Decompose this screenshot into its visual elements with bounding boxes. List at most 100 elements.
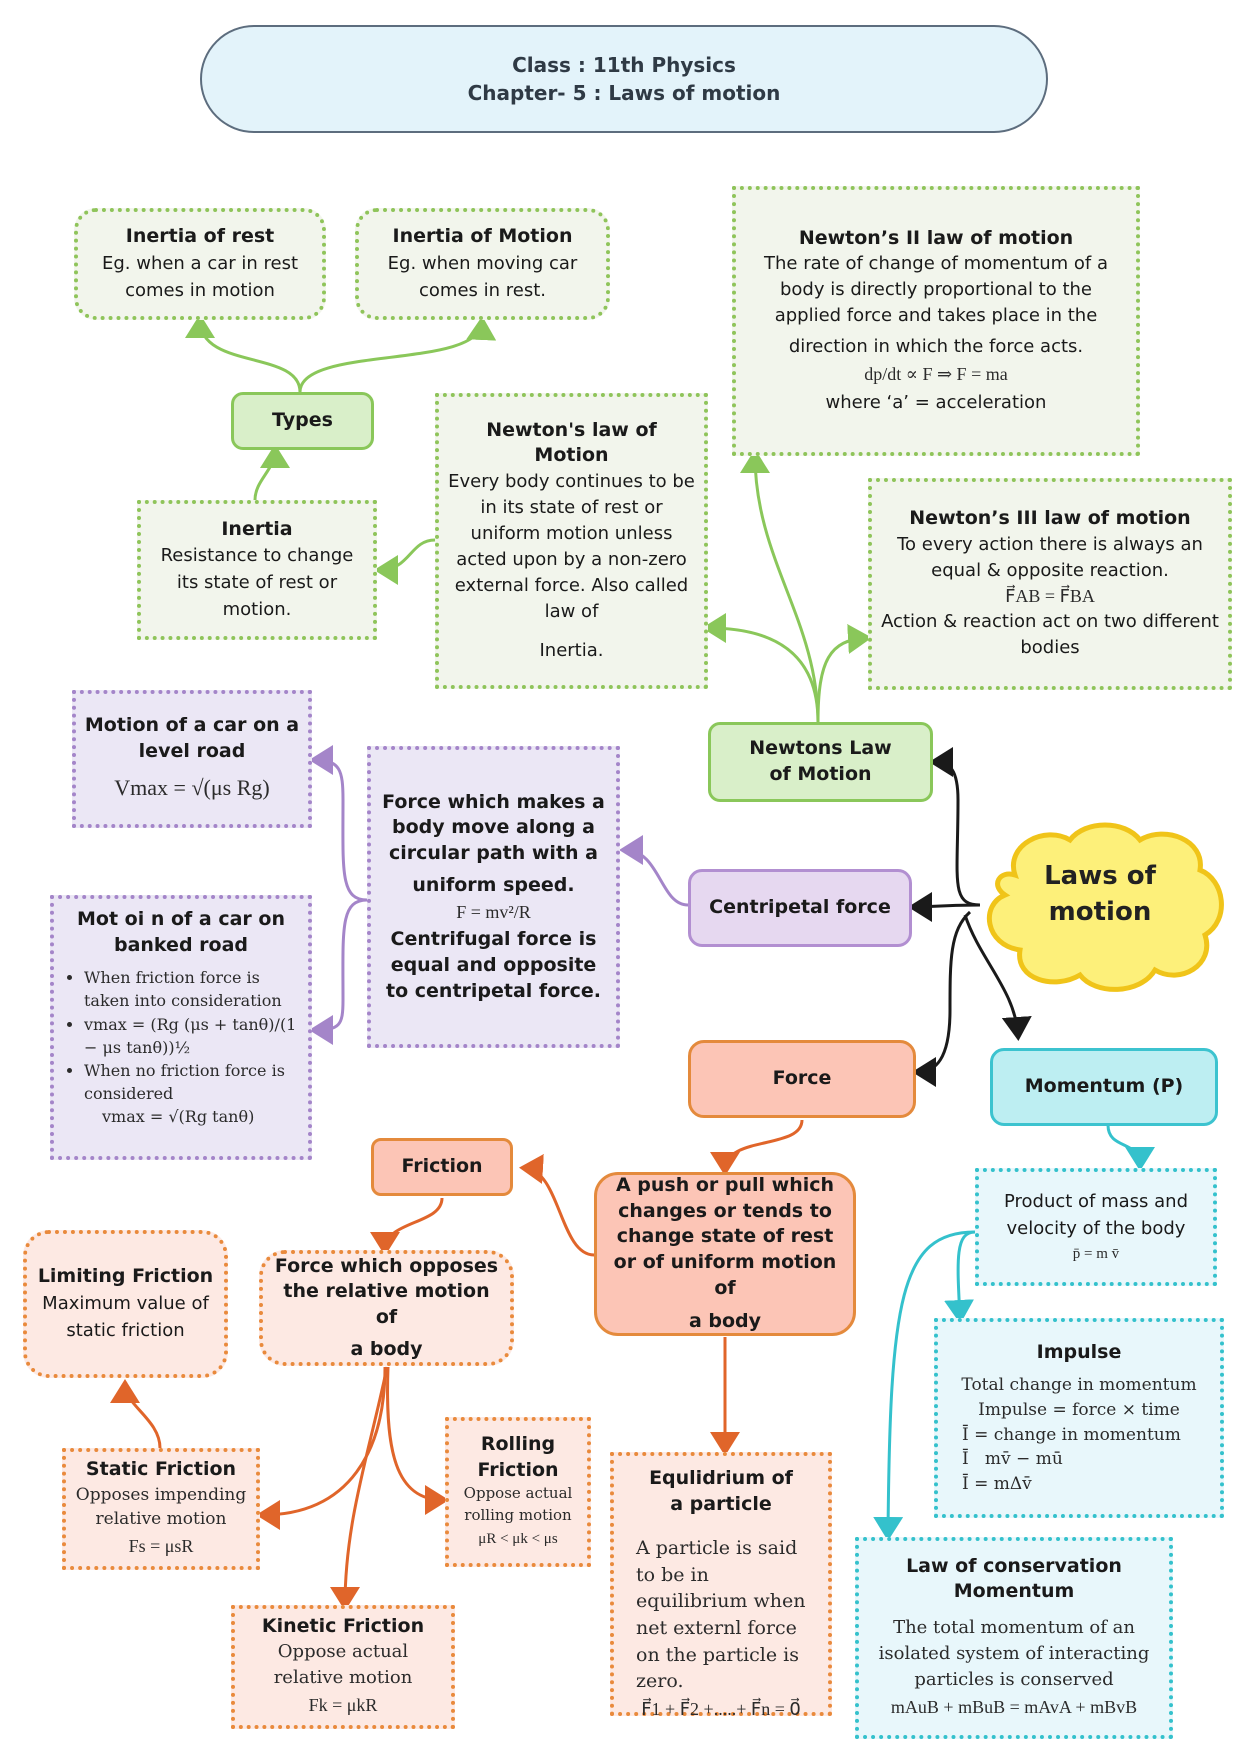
centrifugal-note: Centrifugal force is equal and opposite … bbox=[386, 928, 601, 1002]
connector-force-to-def bbox=[710, 1119, 804, 1176]
equilibrium-body: A particle is said to be in equilibrium … bbox=[636, 1537, 806, 1693]
inertia-box: Inertia Resistance to change its state o… bbox=[137, 500, 377, 640]
friction-definition-text: Force which opposes the relative motion … bbox=[274, 1254, 499, 1328]
level-road-title: Motion of a car on a level road bbox=[84, 714, 300, 762]
inertia-of-rest-title: Inertia of rest bbox=[125, 225, 275, 248]
connector-friction-to-def bbox=[370, 1197, 444, 1256]
force-node[interactable]: Force bbox=[688, 1040, 916, 1118]
newton-second-law-box: Newton’s II law of motion The rate of ch… bbox=[732, 186, 1140, 456]
kinetic-friction-title: Kinetic Friction bbox=[261, 1614, 425, 1637]
rolling-friction-title: Rolling Friction bbox=[477, 1433, 559, 1481]
connector-static-to-limiting bbox=[110, 1379, 162, 1449]
momentum-node[interactable]: Momentum (P) bbox=[990, 1048, 1218, 1126]
centripetal-formula: F = mv²/R bbox=[456, 902, 531, 923]
impulse-box: Impulse Total change in momentum Impulse… bbox=[934, 1318, 1224, 1518]
connector-def-to-impulse bbox=[944, 1230, 976, 1324]
static-friction-formula: Fs = μsR bbox=[128, 1535, 194, 1556]
connector-types-to-inertia-rest bbox=[185, 314, 302, 393]
momentum-definition-box: Product of mass and velocity of the body… bbox=[975, 1168, 1217, 1286]
impulse-line2: Impulse = force × time bbox=[978, 1399, 1180, 1420]
force-label: Force bbox=[772, 1067, 832, 1090]
connector-def-to-banked-road bbox=[309, 898, 368, 1045]
limiting-friction-title: Limiting Friction bbox=[37, 1265, 214, 1288]
centripetal-definition-title: Force which makes a body move along a ci… bbox=[382, 790, 605, 865]
newton-third-law-note: Action & reaction act on two different b… bbox=[881, 611, 1219, 659]
page-header: Class : 11th Physics Chapter- 5 : Laws o… bbox=[200, 25, 1048, 133]
cloud-shape bbox=[987, 822, 1224, 992]
newton-third-law-formula: F⃗AB = F⃗BA bbox=[1005, 586, 1095, 607]
connector-newtons-to-third bbox=[816, 624, 872, 723]
friction-definition-box: Force which opposes the relative motion … bbox=[259, 1250, 514, 1366]
cloud-label-line1: Laws of bbox=[1044, 861, 1156, 891]
newton-first-law-tail: Inertia. bbox=[539, 640, 604, 662]
newton-third-law-body: To every action there is always an equal… bbox=[897, 534, 1203, 582]
kinetic-friction-box: Kinetic Friction Oppose actual relative … bbox=[231, 1605, 455, 1729]
newton-second-law-body2: direction in which the force acts. bbox=[788, 336, 1084, 358]
centripetal-force-label: Centripetal force bbox=[709, 896, 891, 919]
connector-fdef-to-static bbox=[256, 1366, 387, 1530]
inertia-of-motion-box: Inertia of Motion Eg. when moving car co… bbox=[355, 208, 610, 320]
newton-second-law-title: Newton’s II law of motion bbox=[798, 226, 1074, 249]
centripetal-force-node[interactable]: Centripetal force bbox=[688, 869, 912, 947]
impulse-line5: Ī = mΔv̄ bbox=[962, 1473, 1032, 1494]
connector-cloud-to-force bbox=[912, 910, 972, 1087]
banked-road-bullet-nofriction: When no friction force is considered bbox=[84, 1059, 300, 1105]
inertia-body: Resistance to change its state of rest o… bbox=[160, 545, 354, 621]
header-chapter: Chapter- 5 : Laws of motion bbox=[467, 81, 781, 105]
friction-definition-tail: a body bbox=[350, 1337, 423, 1360]
newton-first-law-box: Newton's law of Motion Every body contin… bbox=[435, 393, 708, 689]
cloud-label-line2: motion bbox=[1048, 897, 1152, 928]
newtons-law-node[interactable]: Newtons Law of Motion bbox=[708, 722, 933, 802]
connector-inertia-to-types bbox=[253, 444, 290, 501]
conservation-formula: mAuB + mBuB = mAvA + mBvB bbox=[890, 1697, 1138, 1718]
newton-second-law-note: where ‘a’ = acceleration bbox=[825, 392, 1047, 414]
impulse-line4: Ī mv̄ − mū bbox=[962, 1449, 1063, 1470]
impulse-line1: Total change in momentum bbox=[961, 1375, 1197, 1396]
connector-types-to-inertia-motion bbox=[298, 316, 497, 393]
kinetic-friction-formula: Fk = μkR bbox=[308, 1695, 378, 1716]
level-road-box: Motion of a car on a level road Vmax = √… bbox=[72, 690, 312, 828]
static-friction-body: Opposes impending relative motion bbox=[75, 1484, 247, 1530]
banked-road-bullet-friction: When friction force is taken into consid… bbox=[84, 966, 300, 1012]
kinetic-friction-body: Oppose actual relative motion bbox=[273, 1641, 413, 1689]
connector-def-to-level-road bbox=[309, 745, 368, 902]
newton-first-law-title: Newton's law of Motion bbox=[486, 418, 657, 467]
banked-road-title: Mot oi n of a car on banked road bbox=[77, 908, 285, 956]
friction-node[interactable]: Friction bbox=[371, 1138, 513, 1196]
equilibrium-box: Equlidrium of a particle A particle is s… bbox=[610, 1452, 832, 1719]
connector-newtons-to-first bbox=[702, 613, 820, 723]
types-label: Types bbox=[272, 409, 333, 432]
connector-newtons-to-second bbox=[740, 449, 820, 723]
connector-newton1-to-inertia bbox=[374, 538, 436, 585]
newton-second-law-body: The rate of change of momentum of a body… bbox=[764, 253, 1108, 327]
newton-second-law-formula: dp/dt ∝ F ⇒ F = ma bbox=[864, 364, 1008, 385]
connector-cloud-to-newtons bbox=[929, 747, 981, 907]
impulse-line3: Ī = change in momentum bbox=[962, 1424, 1181, 1445]
force-definition-text: A push or pull which changes or tends to… bbox=[613, 1174, 837, 1299]
banked-road-box: Mot oi n of a car on banked road When fr… bbox=[50, 895, 312, 1160]
connector-centripetal-to-def bbox=[619, 835, 689, 907]
banked-road-list: When friction force is taken into consid… bbox=[62, 966, 300, 1105]
force-definition-box: A push or pull which changes or tends to… bbox=[594, 1172, 856, 1336]
momentum-label: Momentum (P) bbox=[1024, 1075, 1184, 1098]
impulse-title: Impulse bbox=[1036, 1340, 1122, 1363]
inertia-of-motion-title: Inertia of Motion bbox=[392, 225, 573, 248]
conservation-body: The total momentum of an isolated system… bbox=[878, 1617, 1150, 1691]
laws-of-motion-cloud[interactable] bbox=[975, 815, 1230, 995]
header-class: Class : 11th Physics bbox=[512, 53, 736, 77]
types-node[interactable]: Types bbox=[231, 392, 374, 450]
limiting-friction-body: Maximum value of static friction bbox=[42, 1292, 209, 1341]
centripetal-definition-title2: uniform speed. bbox=[412, 873, 575, 896]
conservation-box: Law of conservation Momentum The total m… bbox=[855, 1537, 1173, 1739]
connector-momentum-to-def bbox=[1106, 1124, 1155, 1171]
newton-third-law-title: Newton’s III law of motion bbox=[909, 507, 1191, 530]
static-friction-box: Static Friction Opposes impending relati… bbox=[62, 1448, 260, 1570]
inertia-title: Inertia bbox=[221, 517, 293, 540]
connector-cloud-to-centripetal bbox=[908, 891, 981, 922]
connector-fdef-to-kinetic bbox=[330, 1366, 389, 1611]
connector-def-to-friction bbox=[519, 1154, 595, 1257]
friction-label: Friction bbox=[401, 1155, 483, 1178]
banked-road-formula-friction: vmax = (Rg (μs + tanθ)/(1 − μs tanθ))½ bbox=[84, 1013, 300, 1059]
laws-of-motion-label: Laws of motion bbox=[1010, 858, 1190, 931]
momentum-definition-formula: p̄ = m v̄ bbox=[1072, 1245, 1120, 1262]
